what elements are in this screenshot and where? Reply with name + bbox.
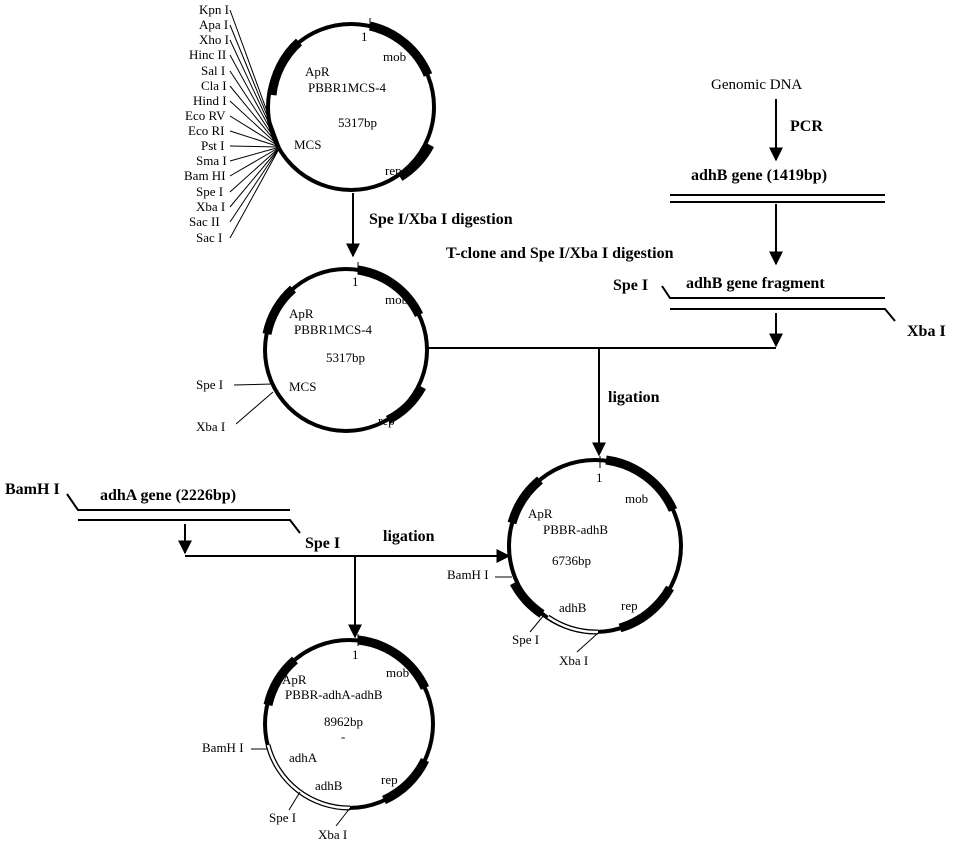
bamhi-site-label: BamH I bbox=[202, 740, 244, 755]
apr-gene-arc bbox=[507, 476, 543, 525]
origin-label: 1 bbox=[352, 274, 359, 289]
adha-strand-top bbox=[66, 493, 290, 511]
site-xbai: Xba I bbox=[196, 199, 225, 214]
fragment-strand-bottom bbox=[670, 308, 896, 322]
site-hindi: Hind I bbox=[193, 93, 227, 108]
origin-label: 1 bbox=[361, 29, 368, 44]
site-ecori: Eco RI bbox=[188, 123, 224, 138]
plasmid-backbone bbox=[266, 22, 436, 192]
adha-spe-label: Spe I bbox=[305, 535, 340, 552]
mob-gene-arc bbox=[357, 265, 424, 318]
fragment-xba-label: Xba I bbox=[907, 323, 946, 340]
ligation2-label: ligation bbox=[383, 528, 435, 545]
site-smai: Sma I bbox=[196, 153, 227, 168]
site-apai: Apa I bbox=[199, 17, 228, 32]
mcs-label: MCS bbox=[289, 379, 316, 394]
apr-label: ApR bbox=[305, 64, 330, 79]
plasmid-pbbr-adha-adhb: 1 mob ApR PBBR-adhA-adhB 8962bp - BamH I… bbox=[202, 634, 435, 842]
apr-label: ApR bbox=[289, 306, 314, 321]
plasmid-size: 6736bp bbox=[552, 553, 591, 568]
xba-site-label: Xba I bbox=[318, 827, 347, 842]
mob-gene-arc bbox=[605, 455, 678, 512]
mob-gene-arc bbox=[357, 635, 430, 690]
rep-gene-arc bbox=[618, 585, 674, 633]
plasmid-size: 5317bp bbox=[338, 115, 377, 130]
site-saci: Sac I bbox=[196, 230, 222, 245]
plasmid-name: PBBR1MCS-4 bbox=[294, 322, 373, 337]
rep-label: rep bbox=[378, 413, 395, 428]
apr-gene-arc bbox=[267, 38, 303, 96]
plasmid-name: PBBR-adhB bbox=[543, 522, 608, 537]
apr-gene-arc-lower bbox=[510, 580, 545, 618]
rep-label: rep bbox=[381, 772, 398, 787]
mob-label: mob bbox=[386, 665, 409, 680]
mob-gene-arc bbox=[368, 21, 433, 77]
apr-gene-arc bbox=[263, 656, 299, 707]
bamhi-site-label: BamH I bbox=[447, 567, 489, 582]
xba-site-label: Xba I bbox=[196, 419, 225, 434]
plasmid-name: PBBR-adhA-adhB bbox=[285, 687, 383, 702]
fragment-spe-label: Spe I bbox=[613, 277, 648, 294]
origin-label: 1 bbox=[596, 470, 603, 485]
size-dash: - bbox=[341, 729, 345, 744]
rep-gene-arc bbox=[385, 384, 426, 425]
site-clai: Cla I bbox=[201, 78, 227, 93]
site-ecorv: Eco RV bbox=[185, 108, 226, 123]
bamhi-end-label: BamH I bbox=[5, 481, 60, 498]
plasmid-backbone bbox=[263, 267, 429, 433]
spe-site-label: Spe I bbox=[512, 632, 539, 647]
site-spei: Spe I bbox=[196, 184, 223, 199]
ligation-label: ligation bbox=[608, 389, 660, 406]
adha-gene-label: adhA gene (2226bp) bbox=[100, 487, 236, 504]
digestion-label: Spe I/Xba I digestion bbox=[369, 211, 513, 228]
rep-label: rep bbox=[385, 163, 402, 178]
site-bamhi: Bam HI bbox=[184, 168, 226, 183]
plasmid-name: PBBR1MCS-4 bbox=[308, 80, 387, 95]
site-kpni: Kpn I bbox=[199, 2, 229, 17]
xba-site-label: Xba I bbox=[559, 653, 588, 668]
rep-gene-arc bbox=[397, 142, 434, 181]
apr-label: ApR bbox=[282, 672, 307, 687]
fragment-strand-top bbox=[661, 285, 885, 299]
rep-label: rep bbox=[621, 598, 638, 613]
adhb-gene-label: adhB bbox=[559, 600, 587, 615]
plasmid-size: 8962bp bbox=[324, 714, 363, 729]
mcs-label: MCS bbox=[294, 137, 321, 152]
rep-gene-arc bbox=[382, 757, 430, 805]
genomic-dna-label: Genomic DNA bbox=[711, 77, 802, 93]
site-sali: Sal I bbox=[201, 63, 225, 78]
site-sacii: Sac II bbox=[189, 214, 220, 229]
fragment-label: adhB gene fragment bbox=[686, 275, 825, 292]
origin-label: 1 bbox=[352, 647, 359, 662]
apr-label: ApR bbox=[528, 506, 553, 521]
adha-strand-bottom bbox=[78, 519, 301, 534]
adhb-gene-label: adhB bbox=[315, 778, 343, 793]
mob-label: mob bbox=[385, 292, 408, 307]
spe-site-label: Spe I bbox=[196, 377, 223, 392]
apr-gene-arc bbox=[262, 285, 297, 336]
plasmid-pbbr1mcs4-digested: 1 mob ApR PBBR1MCS-4 5317bp MCS rep Spe … bbox=[196, 262, 429, 434]
spe-site-label: Spe I bbox=[269, 810, 296, 825]
mob-label: mob bbox=[625, 491, 648, 506]
mob-label: mob bbox=[383, 49, 406, 64]
site-psti: Pst I bbox=[201, 138, 224, 153]
plasmid-pbbr-adhb: 1 mob ApR PBBR-adhB 6736bp BamH I adhB r… bbox=[447, 455, 683, 668]
plasmid-size: 5317bp bbox=[326, 350, 365, 365]
adha-gene-label: adhA bbox=[289, 750, 318, 765]
site-xhoi: Xho I bbox=[199, 32, 229, 47]
adhb-gene-label: adhB gene (1419bp) bbox=[691, 167, 827, 184]
plasmid-pbbr1mcs4-original: 1 mob ApR PBBR1MCS-4 5317bp MCS rep bbox=[266, 18, 436, 192]
mcs-site-list: Kpn I Apa I Xho I Hinc II Sal I Cla I Hi… bbox=[184, 2, 281, 245]
tclone-label: T-clone and Spe I/Xba I digestion bbox=[446, 245, 674, 262]
site-hincii: Hinc II bbox=[189, 47, 226, 62]
pcr-label: PCR bbox=[790, 118, 823, 135]
mcs-fan-lines bbox=[229, 9, 281, 239]
